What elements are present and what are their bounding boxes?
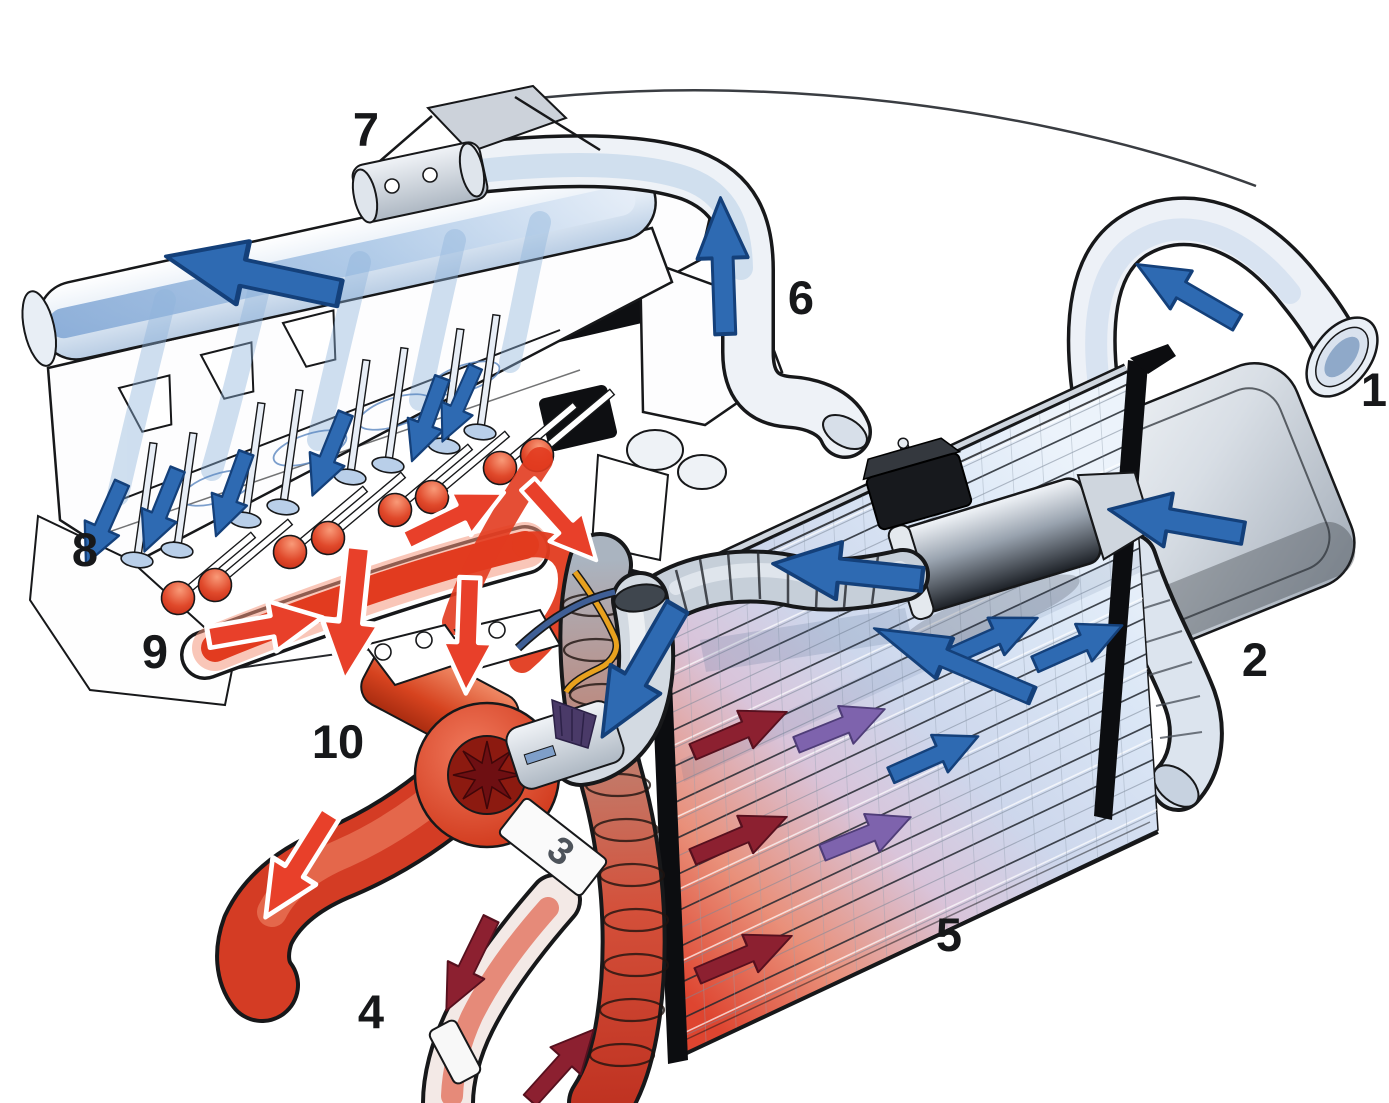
throttle-bolt: [384, 178, 400, 194]
snorkel-arrow: [1124, 243, 1250, 343]
snout-opening: [613, 583, 667, 613]
callout-1: 1: [1361, 363, 1387, 416]
core-tube-highlight: [668, 667, 1148, 895]
engine-side-cover: [590, 453, 670, 562]
filter-duct: [1106, 536, 1220, 808]
head-port-opening: [117, 374, 173, 433]
core-tube-line: [671, 741, 1153, 969]
turbine-wheel: [452, 740, 522, 810]
intercooler-bottom-line: [667, 821, 1151, 1049]
core-tube-highlight: [674, 808, 1158, 1038]
core-tube-highlight: [671, 738, 1153, 967]
callout-6: 6: [788, 271, 814, 324]
throttle-linkage-rod-2: [514, 95, 601, 152]
coolant-hose: [516, 589, 616, 651]
core-tube-line: [670, 706, 1151, 934]
meter-sensor-box: [862, 437, 973, 531]
throttle-bracket: [426, 84, 568, 154]
intake-air-streams: [107, 211, 551, 506]
callout-7: 7: [353, 103, 379, 156]
head-port-opening: [199, 341, 255, 400]
callout-10: 10: [312, 715, 364, 768]
filter-duct-end: [1152, 764, 1200, 808]
core-tube-line: [664, 565, 1141, 790]
callout-labels: 1 2 3 4 5 6 7 8 9 10: [72, 103, 1387, 1038]
compressor-impeller: [551, 698, 597, 749]
callout-8: 8: [72, 523, 98, 576]
core-tube-line: [671, 723, 1152, 952]
callout-4: 4: [358, 985, 384, 1038]
turbocharger: [360, 569, 676, 897]
intake-snorkel: [1066, 196, 1379, 433]
pipe6-end: [822, 413, 868, 451]
callout-2: 2: [1242, 633, 1268, 686]
throttle-clamp: [351, 168, 379, 224]
intercooler-bottom-edge: [671, 830, 1159, 1062]
core-tube-line: [665, 600, 1144, 826]
right-frame-hook: [1130, 344, 1176, 374]
core-tube-line: [664, 582, 1143, 808]
downpipe-clamp: [428, 1019, 482, 1085]
distributor-cap-2: [677, 454, 727, 490]
core-tube-highlight: [665, 597, 1144, 823]
turbo-shaft: [523, 744, 557, 766]
flange-stud: [374, 643, 392, 661]
throttle-clamp-2: [458, 142, 486, 198]
throttle-bolt-2: [422, 167, 438, 183]
snorkel-trumpet: [1305, 316, 1379, 398]
core-fin-line: [773, 536, 797, 1002]
throttle-body: [351, 84, 601, 224]
throttle-cable-line: [519, 89, 1257, 188]
throttle-linkage-rod: [371, 115, 433, 169]
core-tube-line: [674, 794, 1157, 1023]
callout-5: 5: [936, 908, 962, 961]
core-shadows: [680, 548, 1145, 782]
label-3-band: [498, 797, 608, 897]
core-tube-line: [673, 776, 1155, 1005]
exhaust-downpipe: [421, 873, 582, 1103]
flange-stud: [415, 631, 433, 649]
distributor-cap: [626, 429, 684, 471]
callout-9: 9: [142, 625, 168, 678]
core-tube-line: [669, 688, 1150, 916]
head-port-opening: [281, 309, 337, 368]
core-tube-line: [668, 670, 1148, 898]
engine-assembly: [21, 161, 784, 707]
flange-stud: [488, 621, 506, 639]
core-tube-line: [674, 811, 1158, 1041]
